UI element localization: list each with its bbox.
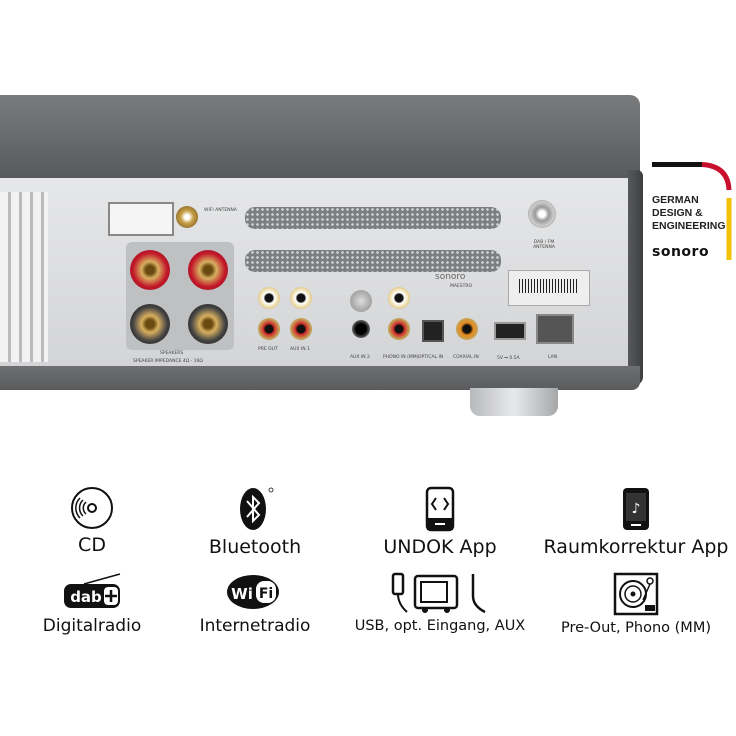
badge-line-3: ENGINEERING — [652, 220, 726, 232]
cd-icon — [71, 487, 113, 529]
coaxial-in-label: COAXIAL IN — [453, 355, 479, 360]
feature-digitalradio: dab Digitalradio — [32, 572, 152, 636]
feature-label: Bluetooth — [208, 536, 302, 558]
german-design-badge: GERMAN DESIGN & ENGINEERING sonoro — [650, 158, 736, 268]
optical-in-label: OPTICAL IN — [418, 355, 444, 360]
heat-sink-fins — [0, 192, 48, 362]
dab-plus-icon: dab — [64, 573, 121, 608]
sonoro-logo: sonoro — [652, 244, 710, 260]
smartphone-app-icon — [425, 486, 455, 532]
feature-label: USB, opt. Eingang, AUX — [354, 618, 526, 634]
optical-in-port — [422, 320, 444, 342]
lan-port — [536, 314, 574, 344]
feature-label: Internetradio — [199, 616, 311, 636]
pre-out-left-jack — [258, 287, 280, 309]
speakers-label: SPEAKERS — [160, 351, 184, 356]
lan-label: LAN — [548, 355, 558, 360]
aux-in-1-label: AUX IN 1 — [290, 347, 310, 352]
feature-undok-app: UNDOK App — [360, 486, 520, 558]
svg-text:Fi: Fi — [259, 586, 273, 602]
feature-label: Pre-Out, Phono (MM) — [560, 620, 711, 636]
speaker-impedance-label: SPEAKER IMPEDANCE 4Ω - 16Ω — [133, 359, 203, 364]
speaker-terminal-right-positive — [130, 250, 170, 290]
aux-in-1-left-jack — [290, 287, 312, 309]
coaxial-in-jack — [456, 318, 478, 340]
ground-screw — [350, 290, 372, 312]
feature-room-correction-app: ♪ Raumkorrektur App — [536, 486, 736, 558]
bluetooth-icon — [240, 487, 274, 530]
serial-barcode-label — [508, 270, 590, 306]
aux-in-1-right-jack — [290, 318, 312, 340]
flag-stripe-graphic — [652, 162, 732, 260]
badge-line-2: DESIGN & — [652, 207, 703, 219]
panel-model: MAESTRO — [450, 284, 473, 289]
device-side — [625, 170, 643, 385]
feature-label: Digitalradio — [42, 616, 142, 636]
feature-label: CD — [78, 534, 106, 556]
feature-cd: CD — [32, 486, 152, 556]
feature-label: Raumkorrektur App — [543, 536, 729, 558]
speaker-terminal-left-negative — [188, 304, 228, 344]
svg-text:Wi: Wi — [231, 585, 253, 603]
phono-in-left-jack — [388, 287, 410, 309]
room-correction-phone-icon: ♪ — [623, 488, 649, 530]
aux-in-2-label: AUX IN 2 — [350, 355, 370, 360]
dab-fm-antenna-label: DAB / FM ANTENNA — [533, 240, 555, 250]
speaker-terminal-left-positive — [188, 250, 228, 290]
svg-text:♪: ♪ — [632, 501, 641, 517]
feature-pre-out-phono: Pre-Out, Phono (MM) — [556, 572, 716, 636]
wifi-antenna-connector — [176, 206, 198, 228]
feature-label: UNDOK App — [383, 536, 497, 558]
phono-in-right-jack — [388, 318, 410, 340]
panel-brand: sonoro — [435, 272, 466, 282]
wifi-icon: Wi Fi — [227, 575, 279, 609]
turntable-icon — [613, 572, 659, 616]
wifi-antenna-label: WIFI ANTENNA — [204, 208, 237, 213]
feature-usb-optical-aux: USB, opt. Eingang, AUX — [340, 572, 540, 634]
device-bottom-edge — [0, 366, 640, 390]
pre-out-right-jack — [258, 318, 280, 340]
usb-label: 5V ⎓ 0.5A — [497, 356, 520, 361]
aux-in-2-jack — [352, 320, 370, 338]
warning-label — [108, 202, 174, 236]
feature-bluetooth: Bluetooth — [185, 486, 325, 558]
feature-internetradio: Wi Fi Internetradio — [185, 572, 325, 636]
pre-out-label: PRE OUT — [258, 347, 278, 352]
usb-port — [494, 322, 526, 340]
speaker-terminal-right-negative — [130, 304, 170, 344]
vent-grille-top — [245, 207, 501, 229]
dab-fm-antenna-connector — [528, 200, 556, 228]
vent-grille-bottom — [245, 250, 501, 272]
device-top-cover — [0, 95, 640, 180]
svg-text:dab: dab — [70, 588, 102, 606]
phono-in-label: PHONO IN (MM) — [383, 355, 419, 360]
usb-optical-aux-icon — [391, 572, 486, 614]
badge-line-1: GERMAN — [652, 194, 699, 206]
device-foot — [470, 388, 558, 416]
